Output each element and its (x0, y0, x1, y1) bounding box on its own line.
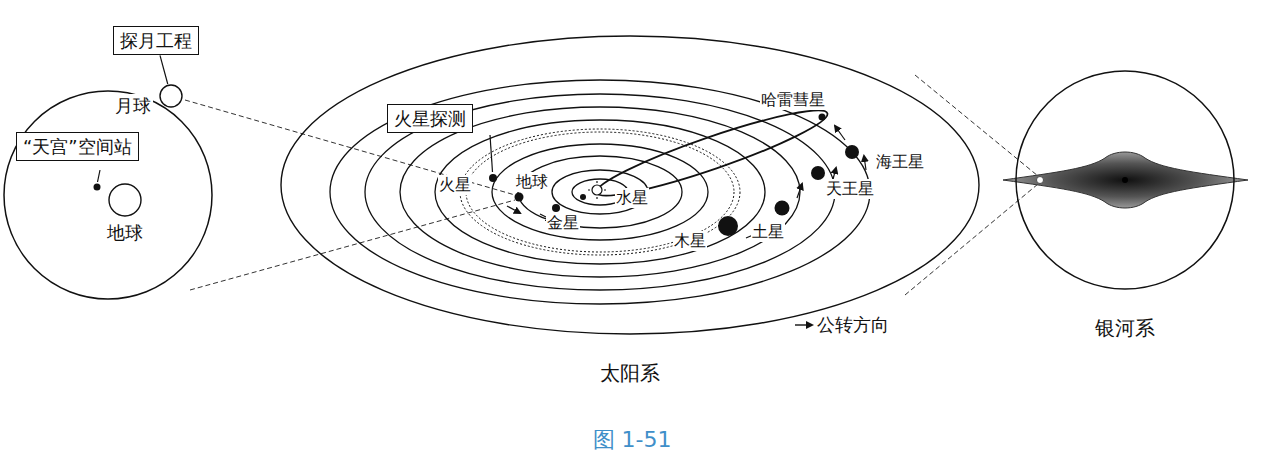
node-text: 太阳系 (598, 360, 662, 387)
node-text: 银河系 (1093, 315, 1157, 342)
node-text: 地球 (105, 221, 145, 245)
project-box: 火星探测 (387, 104, 473, 133)
leader-line (490, 135, 493, 172)
node-text: 月球 (113, 94, 153, 118)
earth-moon-system (4, 91, 212, 299)
orbits (330, 80, 870, 304)
sun-symbol (588, 181, 606, 199)
galaxy-disk (1003, 152, 1248, 208)
comet-label: 哈雷彗星 (760, 90, 826, 109)
node-text: 火星探测 (394, 108, 466, 129)
leader-line (160, 55, 168, 84)
solar-system-ellipse: 太阳系火星探测 (280, 35, 980, 335)
sun-in-galaxy (1037, 177, 1044, 184)
circle-outline (159, 84, 183, 108)
planets (489, 114, 859, 237)
leader-line (98, 170, 101, 182)
planet-label: 天王星 (825, 179, 875, 198)
node-text: “天宫”空间站 (23, 136, 132, 157)
figure-caption: 图 1-51 (592, 427, 673, 453)
galaxy-circle: 银河系 (1015, 70, 1235, 290)
project-box: 探月工程 (113, 26, 199, 55)
zoom-line (190, 200, 515, 290)
planet-label: 海王星 (875, 152, 925, 171)
revolution-arrows (507, 126, 866, 238)
planet-label: 土星 (751, 222, 785, 241)
node-text: 探月工程 (120, 30, 192, 51)
planet-label: 地球 (515, 172, 549, 191)
planet-label: 水星 (615, 188, 649, 207)
legend-label: 公转方向 (816, 314, 890, 336)
direction-arrow (795, 324, 812, 325)
planet-label: 金星 (546, 213, 580, 232)
zoom-line (185, 100, 515, 195)
ellipse-outline (280, 35, 980, 335)
moon-circle: 月球 (159, 84, 183, 108)
planet-label: 木星 (673, 231, 707, 250)
station-box: “天宫”空间站 (16, 132, 139, 161)
planet-label: 火星 (438, 175, 472, 194)
galaxy-center (1122, 177, 1128, 183)
earth-circle: 地球 (108, 183, 142, 217)
space-station (94, 184, 101, 191)
zoom-line (915, 75, 1038, 176)
circle-outline (108, 183, 142, 217)
circle-outline (1015, 70, 1235, 290)
